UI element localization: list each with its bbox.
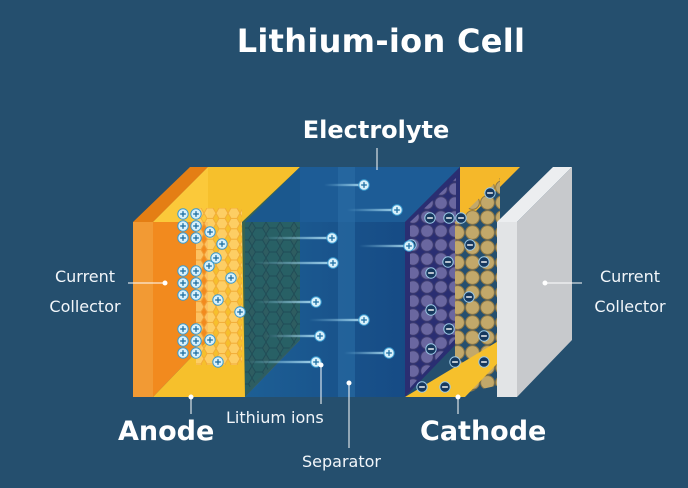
separator-strip bbox=[338, 167, 355, 397]
electron-minus bbox=[464, 292, 474, 302]
electron-minus bbox=[485, 188, 495, 198]
lithium-ion-plus bbox=[205, 227, 215, 237]
lithium-ion-plus bbox=[205, 335, 215, 345]
anode-label: Anode bbox=[118, 416, 214, 447]
cathode-label: Cathode bbox=[420, 416, 546, 447]
lithium-ion-plus bbox=[235, 307, 245, 317]
lithium-ion-plus bbox=[213, 357, 223, 367]
lithium-ion-plus bbox=[392, 205, 402, 215]
lithium-ion-plus bbox=[191, 324, 201, 334]
lithium-ion-plus bbox=[178, 209, 188, 219]
lithium-ion-plus bbox=[311, 297, 321, 307]
electron-minus bbox=[426, 344, 436, 354]
lithium-ion-plus bbox=[191, 209, 201, 219]
ion-trail bbox=[324, 184, 364, 186]
lithium-ion-plus bbox=[226, 273, 236, 283]
electron-minus bbox=[479, 357, 489, 367]
ion-trail bbox=[359, 245, 409, 247]
lithium-ion-plus bbox=[178, 278, 188, 288]
lithium-ion-plus bbox=[384, 348, 394, 358]
lithium-ion-plus bbox=[327, 233, 337, 243]
lithium-ion-plus bbox=[178, 233, 188, 243]
lithium-ion-plus bbox=[204, 261, 214, 271]
lithium-ion-plus bbox=[315, 331, 325, 341]
lithium-ion-plus bbox=[178, 266, 188, 276]
ion-trail bbox=[347, 209, 397, 211]
left-collector-line-2: Collector bbox=[38, 292, 132, 322]
lithium-ions-label: Lithium ions bbox=[226, 408, 324, 427]
lithium-ion-plus bbox=[178, 324, 188, 334]
left-collector-label: Current Collector bbox=[38, 262, 132, 322]
ion-trail bbox=[246, 361, 316, 363]
right-collector-line-1: Current bbox=[580, 262, 680, 292]
lithium-ion-plus bbox=[359, 180, 369, 190]
lithium-ion-plus bbox=[191, 290, 201, 300]
lithium-ion-plus bbox=[178, 290, 188, 300]
electron-minus bbox=[456, 213, 466, 223]
electron-minus bbox=[450, 357, 460, 367]
electron-minus bbox=[465, 240, 475, 250]
electron-minus bbox=[417, 382, 427, 392]
electron-minus bbox=[479, 331, 489, 341]
lithium-ion-plus bbox=[191, 348, 201, 358]
lithium-ion-plus bbox=[191, 336, 201, 346]
electrolyte-label: Electrolyte bbox=[290, 116, 462, 144]
ion-trail bbox=[265, 335, 320, 337]
lithium-ion-plus bbox=[217, 239, 227, 249]
lithium-ion-plus bbox=[191, 233, 201, 243]
lithium-ion-plus bbox=[191, 278, 201, 288]
lithium-ion-plus bbox=[359, 315, 369, 325]
electron-minus bbox=[479, 257, 489, 267]
lithium-ion-plus bbox=[178, 221, 188, 231]
lithium-ion-plus bbox=[178, 348, 188, 358]
right-collector-label: Current Collector bbox=[580, 262, 680, 322]
electron-minus bbox=[444, 324, 454, 334]
electron-minus bbox=[443, 257, 453, 267]
lithium-ion-plus bbox=[404, 241, 414, 251]
lithium-ion-plus bbox=[191, 221, 201, 231]
electron-minus bbox=[426, 268, 436, 278]
separator-label: Separator bbox=[302, 452, 381, 471]
ion-trail bbox=[309, 319, 364, 321]
diagram-title: Lithium-ion Cell bbox=[218, 22, 544, 60]
electron-minus bbox=[440, 382, 450, 392]
ion-trail bbox=[256, 301, 316, 303]
electron-minus bbox=[425, 213, 435, 223]
ion-trail bbox=[262, 237, 332, 239]
electron-minus bbox=[426, 305, 436, 315]
lithium-ion-plus bbox=[178, 336, 188, 346]
lithium-ion-plus bbox=[328, 258, 338, 268]
ion-trail bbox=[253, 262, 333, 264]
ion-trail bbox=[344, 352, 389, 354]
lithium-ion-plus bbox=[213, 295, 223, 305]
lithium-ion-plus bbox=[191, 266, 201, 276]
right-collector-line-2: Collector bbox=[580, 292, 680, 322]
right-current-collector bbox=[497, 167, 572, 397]
electron-minus bbox=[444, 213, 454, 223]
left-collector-line-1: Current bbox=[38, 262, 132, 292]
